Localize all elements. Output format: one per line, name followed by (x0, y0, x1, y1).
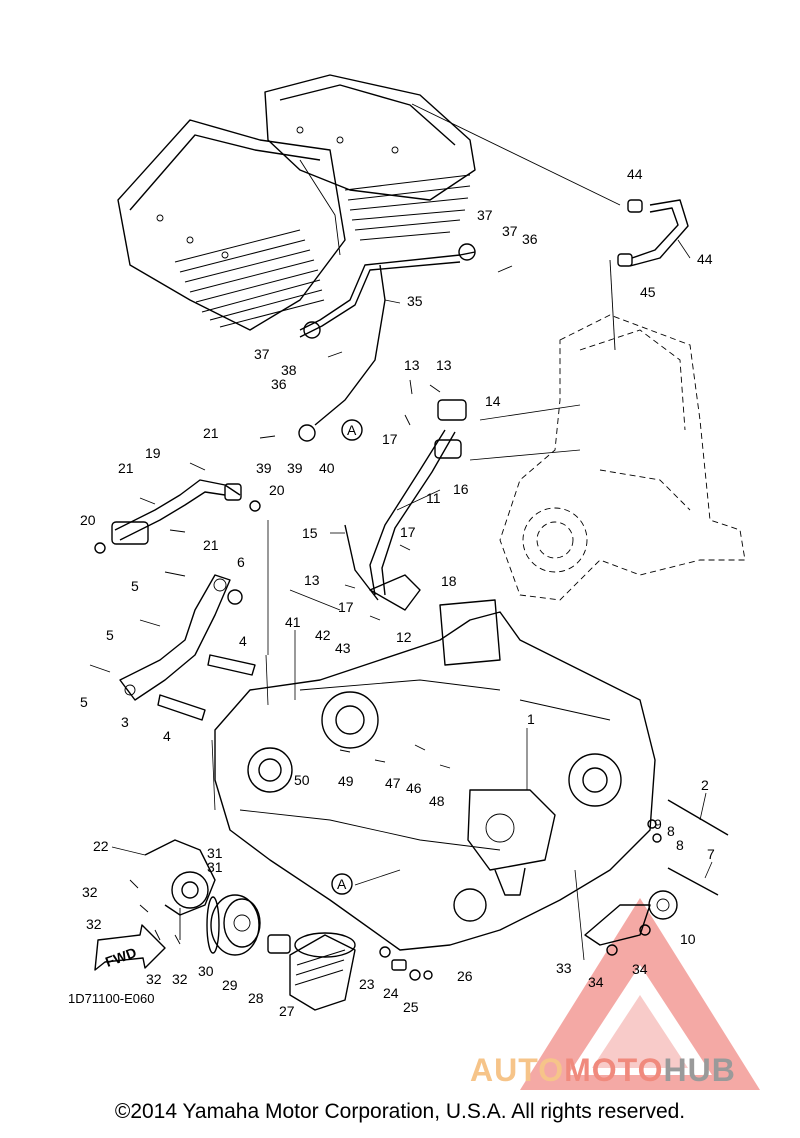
part-label: 39 (256, 460, 272, 476)
part-label: 21 (118, 460, 134, 476)
part-labels: 1 2 3 4 4 5 5 5 6 7 8 8 9 10 11 12 13 13… (68, 166, 715, 1019)
part-label: 21 (203, 537, 219, 553)
bolts (89, 265, 513, 945)
part-label: 32 (82, 884, 98, 900)
part-label: 20 (80, 512, 96, 528)
part-label: 5 (106, 627, 114, 643)
mount-bracket (119, 574, 256, 721)
part-label: 2 (701, 777, 709, 793)
part-label: 44 (627, 166, 643, 182)
part-label: 43 (335, 640, 351, 656)
copyright-notice: ©2014 Yamaha Motor Corporation, U.S.A. A… (114, 1100, 686, 1123)
watermark-triangle-logo (520, 898, 760, 1090)
part-label: 38 (281, 362, 297, 378)
part-label: 29 (222, 977, 238, 993)
watermark-text: AUTOMOTOHUB (470, 1052, 790, 1089)
part-label: 23 (359, 976, 375, 992)
part-label: 6 (237, 554, 245, 570)
part-label: 44 (697, 251, 713, 267)
part-label: 37 (477, 207, 493, 223)
part-label: 30 (198, 963, 214, 979)
part-label: 10 (680, 931, 696, 947)
part-label: 47 (385, 775, 401, 791)
part-label: 8 (676, 837, 684, 853)
part-label: 20 (269, 482, 285, 498)
part-label: 16 (453, 481, 469, 497)
part-label: 9 (654, 816, 662, 832)
part-label: 31 (207, 859, 223, 875)
callout-a-top: A (341, 419, 363, 441)
part-label: 45 (640, 284, 656, 300)
part-label: 14 (485, 393, 501, 409)
part-label: 4 (163, 728, 171, 744)
part-label: 17 (400, 524, 416, 540)
part-label: 28 (248, 990, 264, 1006)
part-label: 5 (131, 578, 139, 594)
part-label: 4 (239, 633, 247, 649)
crankcase-main (214, 599, 656, 951)
part-label: 13 (404, 357, 420, 373)
right-side-components (584, 799, 729, 956)
part-label: 21 (203, 425, 219, 441)
part-label: 27 (279, 1003, 295, 1019)
part-label: 25 (403, 999, 419, 1015)
part-label: 1 (527, 711, 535, 727)
part-label: 40 (319, 460, 335, 476)
part-label: 37 (254, 346, 270, 362)
part-label: 50 (294, 772, 310, 788)
part-label: 8 (667, 823, 675, 839)
part-label: 34 (588, 974, 604, 990)
part-label: 15 (302, 525, 318, 541)
oil-hoses (298, 243, 476, 611)
part-label: 31 (207, 845, 223, 861)
part-label: 3 (121, 714, 129, 730)
oil-filter-group (144, 839, 433, 1011)
crankcase-right-half (499, 314, 746, 601)
breather-hose (411, 103, 689, 351)
oil-line-assembly (94, 479, 261, 554)
drawing-code: 1D71100-E060 (68, 991, 155, 1006)
part-label: 32 (146, 971, 162, 987)
part-label: 41 (285, 614, 301, 630)
fwd-label: FWD (103, 944, 138, 970)
part-label: 36 (522, 231, 538, 247)
oil-pump (467, 789, 556, 896)
part-label: 32 (172, 971, 188, 987)
part-label: 13 (436, 357, 452, 373)
part-label: 26 (457, 968, 473, 984)
part-label: 19 (145, 445, 161, 461)
part-label: 12 (396, 629, 412, 645)
part-label: 18 (441, 573, 457, 589)
leader-lines (111, 239, 713, 961)
part-label: 13 (304, 572, 320, 588)
part-label: 7 (707, 846, 715, 862)
watermark-auto: AUTO (470, 1052, 565, 1088)
callout-a-bottom: A (331, 873, 353, 895)
part-label: 17 (382, 431, 398, 447)
callout-a-label: A (337, 876, 347, 892)
part-label: 46 (406, 780, 422, 796)
part-label: 49 (338, 773, 354, 789)
part-label: 42 (315, 627, 331, 643)
part-label: 48 (429, 793, 445, 809)
part-label: 39 (287, 460, 303, 476)
forward-arrow (94, 924, 166, 971)
part-label: 33 (556, 960, 572, 976)
part-label: 34 (632, 961, 648, 977)
part-label: 11 (426, 490, 441, 506)
watermark-moto: MOTO (564, 1052, 664, 1088)
part-label: 24 (383, 985, 399, 1001)
watermark-hub: HUB (663, 1052, 736, 1088)
part-label: 36 (271, 376, 287, 392)
cylinder-head-assembly (117, 74, 476, 331)
callout-a-label: A (347, 422, 357, 438)
part-label: 35 (407, 293, 423, 309)
part-label: 32 (86, 916, 102, 932)
part-label: 22 (93, 838, 109, 854)
part-label: 5 (80, 694, 88, 710)
part-label: 37 (502, 223, 518, 239)
part-label: 17 (338, 599, 354, 615)
